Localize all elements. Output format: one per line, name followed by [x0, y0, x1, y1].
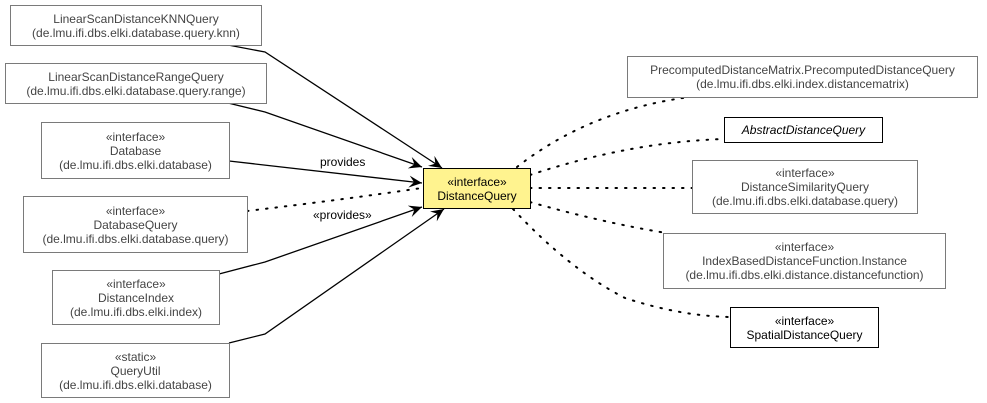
class-precomputeddistancequery[interactable]: PrecomputedDistanceMatrix.PrecomputedDis…: [627, 56, 978, 98]
class-linearscandistanceknnquery[interactable]: LinearScanDistanceKNNQuery (de.lmu.ifi.d…: [10, 5, 262, 46]
class-distanceindex[interactable]: «interface» DistanceIndex (de.lmu.ifi.db…: [52, 270, 220, 325]
package-name: (de.lmu.ifi.dbs.elki.index): [69, 304, 203, 319]
class-distancesimilarityquery[interactable]: «interface» DistanceSimilarityQuery (de.…: [692, 160, 918, 214]
edge-distancequery-to-indexbased: [529, 201, 667, 234]
stereotype-label: «static»: [114, 349, 157, 364]
class-indexbaseddistancefunction-instance[interactable]: «interface» IndexBasedDistanceFunction.I…: [663, 233, 946, 289]
class-name: QueryUtil: [110, 363, 161, 378]
edge-distancequery-to-spatialdistancequery: [512, 208, 731, 318]
class-abstractdistancequery[interactable]: AbstractDistanceQuery: [724, 117, 883, 143]
stereotype-label: «interface»: [106, 276, 166, 291]
class-name: DatabaseQuery: [93, 217, 178, 232]
stereotype-label: «interface»: [774, 240, 835, 254]
class-name: DistanceQuery: [437, 188, 517, 203]
class-distancequery[interactable]: «interface» DistanceQuery: [423, 168, 531, 209]
class-linearscandistancerangequery[interactable]: LinearScanDistanceRangeQuery (de.lmu.ifi…: [5, 63, 267, 104]
stereotype-label: «interface»: [775, 166, 835, 180]
package-name: (de.lmu.ifi.dbs.elki.database.query): [42, 231, 229, 246]
class-spatialdistancequery[interactable]: «interface» SpatialDistanceQuery: [730, 307, 879, 348]
class-name: PrecomputedDistanceMatrix.PrecomputedDis…: [650, 63, 955, 77]
class-databasequery[interactable]: «interface» DatabaseQuery (de.lmu.ifi.db…: [23, 196, 248, 253]
edge-label-provides-stereotype: «provides»: [313, 208, 372, 222]
edge-label-provides: provides: [320, 155, 366, 169]
class-name: Database: [109, 143, 162, 158]
class-queryutil[interactable]: «static» QueryUtil (de.lmu.ifi.dbs.elki.…: [41, 343, 230, 398]
package-name: (de.lmu.ifi.dbs.elki.distance.distancefu…: [685, 268, 924, 282]
edge-knn-to-distancequery: [227, 44, 443, 169]
edge-range-to-distancequery: [227, 102, 423, 169]
class-database[interactable]: «interface» Database (de.lmu.ifi.dbs.elk…: [41, 122, 230, 179]
edge-queryutil-to-distancequery: [228, 208, 445, 344]
class-name: IndexBasedDistanceFunction.Instance: [702, 254, 907, 268]
stereotype-label: «interface»: [105, 203, 166, 218]
class-name: AbstractDistanceQuery: [741, 123, 866, 137]
class-name: LinearScanDistanceKNNQuery: [53, 11, 219, 26]
edge-distanceindex-to-distancequery: [218, 205, 423, 275]
package-name: (de.lmu.ifi.dbs.elki.database.query): [711, 194, 899, 208]
edge-database-to-distancequery: [228, 160, 423, 188]
stereotype-label: «interface»: [105, 129, 166, 144]
package-name: (de.lmu.ifi.dbs.elki.database): [59, 377, 212, 392]
class-name: DistanceIndex: [97, 290, 175, 305]
class-name: SpatialDistanceQuery: [746, 327, 863, 342]
class-name: DistanceSimilarityQuery: [740, 180, 870, 194]
package-name: (de.lmu.ifi.dbs.elki.database.query.rang…: [26, 83, 246, 98]
package-name: (de.lmu.ifi.dbs.elki.index.distancematri…: [696, 77, 909, 91]
stereotype-label: «interface»: [447, 174, 507, 189]
stereotype-label: «interface»: [774, 313, 835, 328]
package-name: (de.lmu.ifi.dbs.elki.database.query.knn): [32, 25, 240, 40]
edge-distancequery-to-precomputed: [516, 96, 691, 168]
class-name: LinearScanDistanceRangeQuery: [48, 69, 224, 84]
package-name: (de.lmu.ifi.dbs.elki.database): [59, 157, 212, 172]
